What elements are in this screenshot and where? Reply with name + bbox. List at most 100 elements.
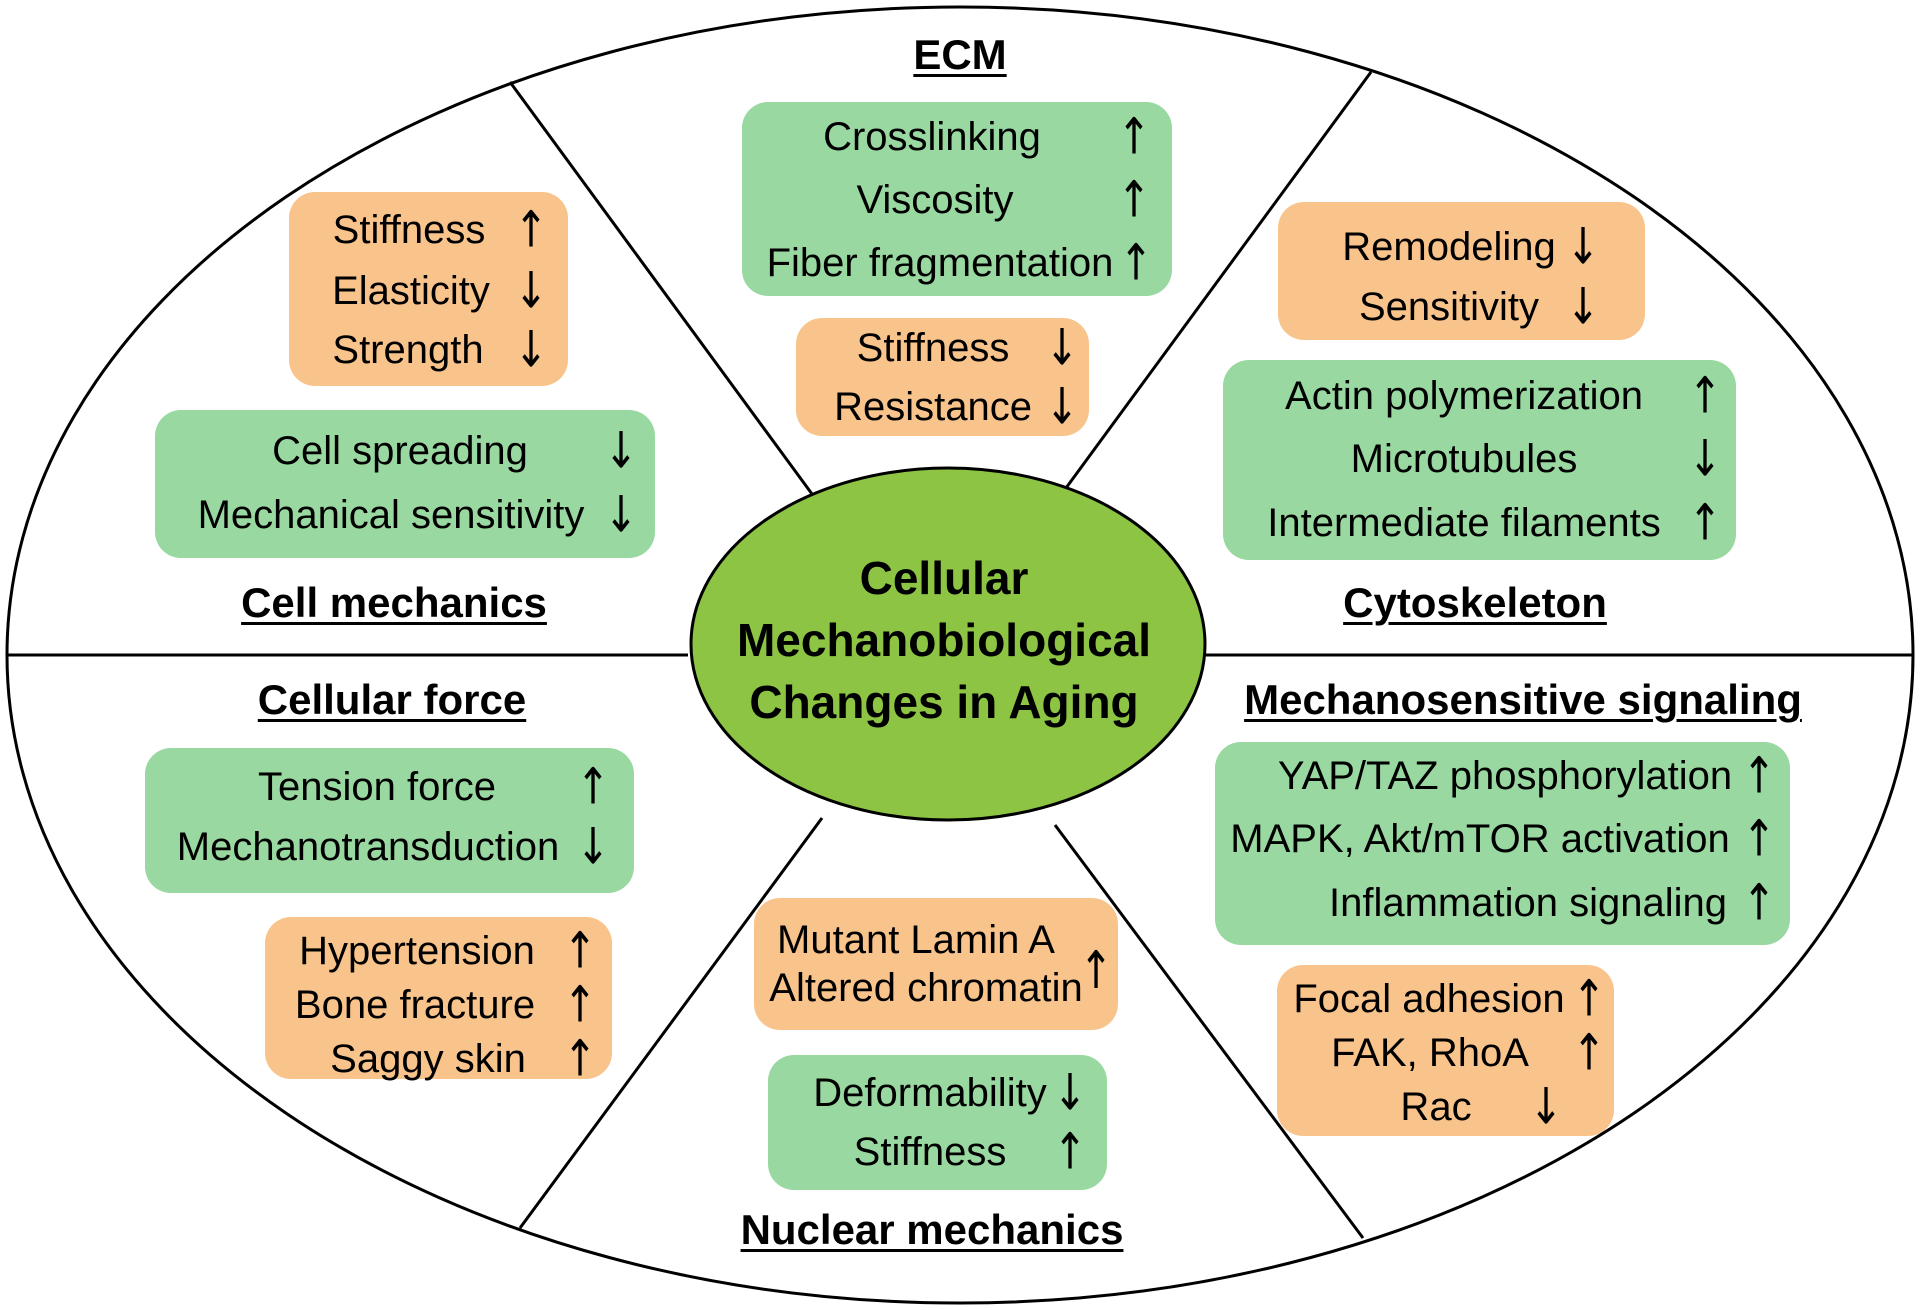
arrow-down-icon: ↓ (1053, 1064, 1087, 1122)
center-line-1: Cellular (859, 552, 1029, 604)
center-line-3: Changes in Aging (749, 676, 1139, 728)
nuclear-orange-line-1: Mutant Lamin A (777, 918, 1055, 962)
ecm-orange-row: Stiffness ↓ (796, 319, 1089, 377)
center-line-2: Mechanobiological (736, 614, 1152, 666)
arrow-up-icon: ↑ (514, 201, 548, 259)
arrow-up-icon: ↑ (1688, 494, 1722, 552)
nuclear-green-label: Deformability (813, 1071, 1047, 1115)
arrow-up-icon: ↑ (1742, 810, 1776, 868)
ecm-green-row: Fiber fragmentation ↑ (742, 234, 1172, 292)
nuclear-orange-line-2: Altered chromatin (769, 966, 1083, 1010)
arrow-up-icon: ↑ (1742, 874, 1776, 932)
cell-mechanics-orange-row: Elasticity ↓ (289, 262, 568, 320)
section-title-mechanosensitive-signaling: Mechanosensitive signaling (1244, 676, 1802, 723)
arrow-up-icon: ↑ (1742, 747, 1776, 805)
cellular-force-green-row: Mechanotransduction ↓ (145, 818, 634, 876)
cytoskeleton-green-label: Actin polymerization (1285, 374, 1643, 418)
signaling-green-label: Inflammation signaling (1329, 881, 1727, 925)
ecm-orange-row: Resistance ↓ (796, 378, 1089, 436)
arrow-up-icon: ↑ (563, 976, 597, 1034)
arrow-up-icon: ↑ (1079, 941, 1113, 1001)
signaling-green-row: Inflammation signaling ↑ (1215, 874, 1790, 932)
cellular-force-orange-label: Hypertension (299, 929, 535, 973)
section-title-cytoskeleton: Cytoskeleton (1343, 579, 1607, 626)
arrow-down-icon: ↓ (514, 321, 548, 379)
arrow-up-icon: ↑ (1119, 234, 1153, 292)
signaling-orange-label: FAK, RhoA (1331, 1031, 1529, 1075)
signaling-orange-label: Rac (1400, 1085, 1472, 1129)
cell-mechanics-orange-box: Stiffness ↑ Elasticity ↓ Strength ↓ (289, 192, 568, 386)
arrow-down-icon: ↓ (1045, 378, 1079, 436)
signaling-green-label: MAPK, Akt/mTOR activation (1230, 817, 1730, 861)
arrow-down-icon: ↓ (1566, 278, 1600, 336)
cytoskeleton-green-row: Microtubules ↓ (1223, 430, 1736, 488)
arrow-down-icon: ↓ (514, 262, 548, 320)
nuclear-green-row: Stiffness ↑ (768, 1123, 1107, 1181)
section-title-nuclear-mechanics: Nuclear mechanics (740, 1206, 1124, 1253)
arrow-down-icon: ↓ (1566, 218, 1600, 276)
cytoskeleton-green-label: Intermediate filaments (1267, 501, 1661, 545)
arrow-down-icon: ↓ (1045, 319, 1079, 377)
cell-mechanics-green-label: Cell spreading (272, 429, 528, 473)
section-title-cell-mechanics: Cell mechanics (241, 579, 547, 626)
cell-mechanics-orange-label: Strength (332, 328, 484, 372)
ecm-green-box: Crosslinking ↑ Viscosity ↑ Fiber fragmen… (742, 102, 1172, 296)
divider-lower-right (1053, 824, 1365, 1239)
center-label: Cellular Mechanobiological Changes in Ag… (694, 547, 1194, 733)
cytoskeleton-green-box: Actin polymerization ↑ Microtubules ↓ In… (1223, 360, 1736, 560)
arrow-down-icon: ↓ (604, 422, 638, 480)
nuclear-green-label: Stiffness (853, 1130, 1007, 1174)
nuclear-mechanics-orange-box: Mutant Lamin A Altered chromatin ↑ (754, 898, 1118, 1030)
section-title-ecm: ECM (913, 31, 1007, 78)
ecm-green-label: Viscosity (856, 178, 1014, 222)
ecm-green-row: Crosslinking ↑ (742, 108, 1172, 166)
signaling-orange-row: Focal adhesion ↑ (1277, 970, 1614, 1028)
cell-mechanics-green-row: Cell spreading ↓ (155, 422, 655, 480)
divider-upper-right (1064, 71, 1373, 489)
nuclear-green-row: Deformability ↓ (768, 1064, 1107, 1122)
arrow-up-icon: ↑ (1688, 367, 1722, 425)
ecm-green-row: Viscosity ↑ (742, 171, 1172, 229)
section-title-cellular-force: Cellular force (257, 676, 527, 723)
cell-mechanics-orange-row: Stiffness ↑ (289, 201, 568, 259)
cellular-force-orange-box: Hypertension ↑ Bone fracture ↑ Saggy ski… (265, 917, 612, 1088)
cellular-force-green-label: Mechanotransduction (176, 825, 560, 869)
arrow-up-icon: ↑ (1117, 171, 1151, 229)
ecm-orange-label: Stiffness (856, 326, 1010, 370)
ecm-green-label: Crosslinking (823, 115, 1041, 159)
cell-mechanics-green-label: Mechanical sensitivity (197, 493, 585, 537)
cell-mechanics-green-box: Cell spreading ↓ Mechanical sensitivity … (155, 410, 655, 558)
signaling-orange-label: Focal adhesion (1293, 977, 1565, 1021)
signaling-orange-row: FAK, RhoA ↑ (1277, 1024, 1614, 1082)
ecm-green-label: Fiber fragmentation (766, 241, 1114, 285)
cell-mechanics-orange-row: Strength ↓ (289, 321, 568, 379)
arrow-up-icon: ↑ (1053, 1123, 1087, 1181)
arrow-down-icon: ↓ (576, 818, 610, 876)
cytoskeleton-orange-row: Sensitivity ↓ (1278, 278, 1645, 336)
cellular-force-green-label: Tension force (258, 765, 496, 809)
cellular-force-green-box: Tension force ↑ Mechanotransduction ↓ (145, 748, 634, 893)
divider-lower-left (518, 817, 824, 1229)
arrow-down-icon: ↓ (604, 486, 638, 544)
arrow-up-icon: ↑ (1572, 1024, 1606, 1082)
cell-mechanics-green-row: Mechanical sensitivity ↓ (155, 486, 655, 544)
signaling-green-label: YAP/TAZ phosphorylation (1277, 754, 1733, 798)
signaling-orange-box: Focal adhesion ↑ FAK, RhoA ↑ Rac ↓ (1277, 965, 1614, 1136)
center-ellipse (689, 466, 1207, 822)
divider-upper-left (508, 81, 814, 495)
cellular-force-orange-label: Saggy skin (330, 1037, 526, 1081)
signaling-green-row: MAPK, Akt/mTOR activation ↑ (1215, 810, 1790, 868)
ecm-orange-label: Resistance (834, 385, 1032, 429)
cellular-force-orange-label: Bone fracture (294, 983, 536, 1027)
signaling-green-row: YAP/TAZ phosphorylation ↑ (1215, 747, 1790, 805)
cytoskeleton-orange-label: Remodeling (1342, 225, 1556, 269)
ecm-orange-box: Stiffness ↓ Resistance ↓ (796, 318, 1089, 436)
nuclear-mechanics-green-box: Deformability ↓ Stiffness ↑ (768, 1055, 1107, 1190)
arrow-up-icon: ↑ (563, 1030, 597, 1088)
cell-mechanics-orange-label: Elasticity (332, 269, 490, 313)
cytoskeleton-orange-box: Remodeling ↓ Sensitivity ↓ (1278, 202, 1645, 340)
cytoskeleton-orange-label: Sensitivity (1358, 285, 1540, 329)
arrow-up-icon: ↑ (563, 922, 597, 980)
arrow-up-icon: ↑ (576, 758, 610, 816)
